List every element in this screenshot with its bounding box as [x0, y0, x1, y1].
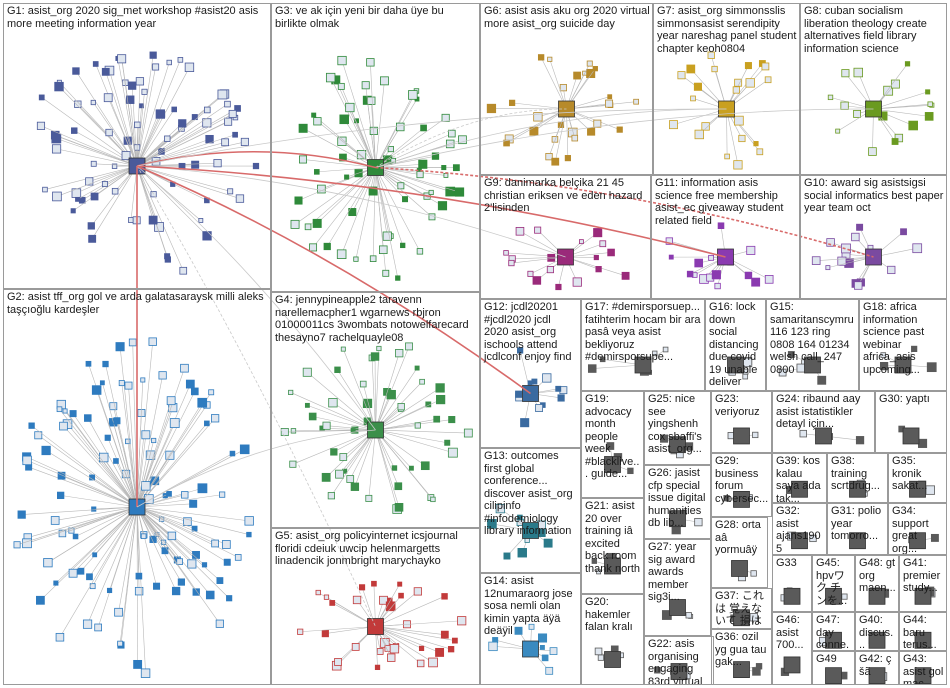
group-box-g29: G29: business forum cybersec...	[711, 453, 772, 517]
group-box-g13: G13: outcomes first global conference...…	[480, 448, 581, 573]
group-label-g14: G14: asist 12numaraorg jose sosa nemli o…	[484, 575, 576, 637]
group-box-g32: G32: asist ajans1905 falcao'da...	[772, 503, 827, 555]
group-label-g15: G15: samaritanscymru 116 123 ring 0808 1…	[770, 301, 857, 376]
group-box-g37: G37: これは 覚えないて 損は無い...	[711, 588, 772, 629]
group-label-g16: G16: lock down social distancing due cov…	[709, 301, 759, 390]
group-label-g43: G43: asist gol maç...	[903, 653, 947, 685]
group-label-g49: G49	[816, 653, 837, 665]
group-box-g21: G21: asist 20 over training iâ excited b…	[581, 498, 644, 594]
group-box-g9: G9: danimarka belçika 21 45 christian er…	[480, 175, 651, 299]
group-box-g14: G14: asist 12numaraorg jose sosa nemli o…	[480, 573, 581, 685]
group-label-g37: G37: これは 覚えないて 損は無い...	[715, 590, 764, 628]
group-label-g41: G41: premier study...	[903, 557, 944, 594]
group-label-g22: G22: asis organising engaging 83rd virtu…	[648, 638, 703, 685]
group-box-g22: G22: asis organising engaging 83rd virtu…	[644, 636, 714, 685]
group-label-g29: G29: business forum cybersec...	[715, 455, 769, 505]
group-label-g13: G13: outcomes first global conference...…	[484, 450, 576, 537]
group-box-g26: G26: jasist cfp special issue digital hu…	[644, 465, 711, 539]
group-box-g40: G40: discus... suicide	[855, 612, 899, 651]
group-box-g3: G3: ve ak için yeni bir daha üye bu birl…	[271, 3, 480, 292]
group-box-g41: G41: premier study...	[899, 555, 947, 612]
group-box-g20: G20: hakemler falan kralı	[581, 594, 644, 685]
group-label-g25: G25: nice see yingshenh cox sbaffi's asi…	[648, 393, 705, 455]
group-label-g11: G11: information asis science free membe…	[655, 177, 787, 227]
group-box-g16: G16: lock down social distancing due cov…	[705, 299, 766, 391]
group-label-g33: G33	[776, 557, 797, 569]
group-label-g6: G6: asist asis aku org 2020 virtual more…	[484, 5, 653, 30]
group-label-g28: G28: orta aâ yormuâÿ	[715, 519, 764, 556]
group-box-g35: G35: kronik sakat...	[888, 453, 947, 503]
group-label-g36: G36: ozil yg gua tau gak...	[715, 631, 770, 668]
group-box-g43: G43: asist gol maç...	[899, 651, 947, 685]
group-label-g24: G24: ribaund aay asist istatistikler det…	[776, 393, 864, 430]
group-box-g8: G8: cuban socialism liberation theology …	[800, 3, 947, 175]
group-label-g1: G1: asist_org 2020 sig_met workshop #asi…	[7, 5, 262, 30]
group-box-g2: G2: asist tff_org gol ve arda galatasara…	[3, 289, 271, 685]
group-box-g24: G24: ribaund aay asist istatistikler det…	[772, 391, 875, 453]
group-label-g21: G21: asist 20 over training iâ excited b…	[585, 500, 641, 575]
group-label-g8: G8: cuban socialism liberation theology …	[804, 5, 930, 55]
group-box-g34: G34: support great org...	[888, 503, 947, 555]
group-label-g18: G18: africa information science past web…	[863, 301, 928, 376]
group-box-g31: G31: polio year tomorro...	[827, 503, 888, 555]
group-label-g31: G31: polio year tomorro...	[831, 505, 885, 542]
group-box-g48: G48: gt org maen...	[855, 555, 899, 612]
group-label-g45: G45: hpvワク チンを...	[816, 557, 848, 607]
group-box-g23: G23: veriyoruz	[711, 391, 772, 453]
group-box-g44: G44: baru terus...	[899, 612, 947, 651]
group-label-g44: G44: baru terus...	[903, 614, 937, 651]
group-box-g38: G38: training scrtdrug...	[827, 453, 888, 503]
group-label-g19: G19: advocacy month people week #blackli…	[585, 393, 640, 480]
group-label-g39: G39: kos kalau saya ada tak...	[776, 455, 824, 503]
group-label-g23: G23: veriyoruz	[715, 393, 760, 418]
group-box-g7: G7: asist_org simmonsslis simmonsasist s…	[653, 3, 800, 175]
group-box-g47: G47: day conne...	[812, 612, 855, 651]
group-box-g18: G18: africa information science past web…	[859, 299, 947, 391]
group-label-g42: G42: ç šã	[859, 653, 895, 678]
group-box-g46: G46: asist 700...	[772, 612, 812, 685]
group-box-g45: G45: hpvワク チンを...	[812, 555, 855, 612]
group-label-g20: G20: hakemler falan kralı	[585, 596, 634, 633]
group-box-g5: G5: asist_org policyinternet icsjournal …	[271, 528, 480, 685]
group-box-g42: G42: ç šã	[855, 651, 899, 685]
group-label-g34: G34: support great org...	[892, 505, 932, 555]
group-box-g17: G17: #demirsporsuep... fatihterim hocam …	[581, 299, 705, 391]
group-box-g36: G36: ozil yg gua tau gak...	[711, 629, 772, 685]
group-label-g27: G27: year sig award awards member sig3i.…	[648, 541, 700, 603]
group-label-g4: G4: jennypineapple2 taravenn narellemacp…	[275, 294, 472, 344]
group-label-g47: G47: day conne...	[816, 614, 850, 651]
group-label-g46: G46: asist 700...	[776, 614, 804, 651]
group-box-g15: G15: samaritanscymru 116 123 ring 0808 1…	[766, 299, 859, 391]
group-label-g38: G38: training scrtdrug...	[831, 455, 880, 492]
group-label-g35: G35: kronik sakat...	[892, 455, 928, 492]
group-label-g12: G12: jcdl20201 #jcdl2020 jcdl 2020 asist…	[484, 301, 572, 363]
group-box-g4: G4: jennypineapple2 taravenn narellemacp…	[271, 292, 480, 528]
group-box-g49: G49	[812, 651, 855, 685]
group-label-g17: G17: #demirsporsuep... fatihterim hocam …	[585, 301, 704, 363]
group-label-g3: G3: ve ak için yeni bir daha üye bu birl…	[275, 5, 447, 30]
group-box-g12: G12: jcdl20201 #jcdl2020 jcdl 2020 asist…	[480, 299, 581, 448]
group-box-g28: G28: orta aâ yormuâÿ	[711, 517, 768, 588]
group-box-g25: G25: nice see yingshenh cox sbaffi's asi…	[644, 391, 711, 465]
group-label-g5: G5: asist_org policyinternet icsjournal …	[275, 530, 461, 567]
group-label-g2: G2: asist tff_org gol ve arda galatasara…	[7, 291, 267, 316]
group-box-g19: G19: advocacy month people week #blackli…	[581, 391, 644, 498]
group-label-g32: G32: asist ajans1905 falcao'da...	[776, 505, 821, 555]
group-label-g26: G26: jasist cfp special issue digital hu…	[648, 467, 709, 529]
group-box-g30: G30: yaptı	[875, 391, 947, 453]
group-label-g10: G10: award sig asistsigsi social informa…	[804, 177, 947, 214]
group-box-g10: G10: award sig asistsigsi social informa…	[800, 175, 947, 299]
group-label-g40: G40: discus... suicide	[859, 614, 894, 651]
group-label-g48: G48: gt org maen...	[859, 557, 899, 594]
group-label-g7: G7: asist_org simmonsslis simmonsasist s…	[657, 5, 800, 55]
group-box-g33: G33	[772, 555, 812, 612]
group-label-g9: G9: danimarka belçika 21 45 christian er…	[484, 177, 646, 214]
group-label-g30: G30: yaptı	[879, 393, 930, 405]
group-box-g6: G6: asist asis aku org 2020 virtual more…	[480, 3, 653, 175]
group-box-g1: G1: asist_org 2020 sig_met workshop #asi…	[3, 3, 271, 289]
group-box-g27: G27: year sig award awards member sig3i.…	[644, 539, 711, 636]
group-box-g11: G11: information asis science free membe…	[651, 175, 800, 299]
group-box-g39: G39: kos kalau saya ada tak...	[772, 453, 827, 503]
